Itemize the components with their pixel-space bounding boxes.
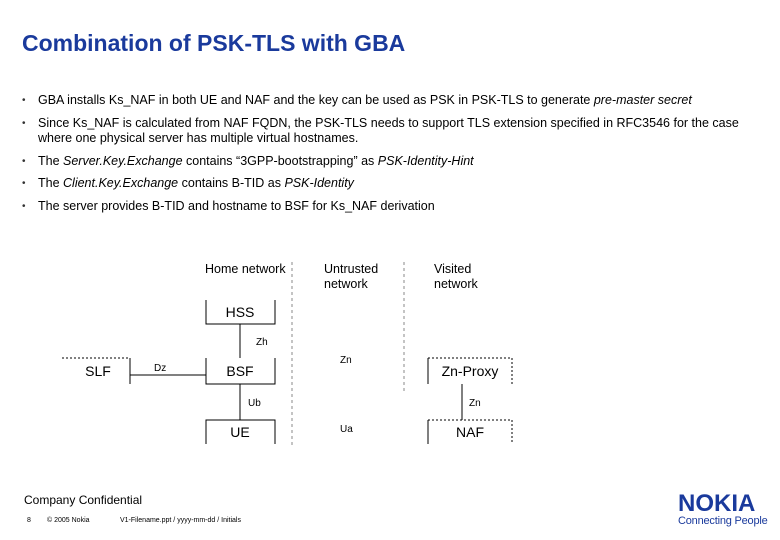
header-visited-line1: Visited [434,262,471,276]
naf-label: NAF [456,424,484,440]
slide-title: Combination of PSK-TLS with GBA [22,30,406,56]
header-untrusted-line1: Untrusted [324,262,378,276]
bullet-text: Since Ks_NAF is calculated from NAF FQDN… [38,115,739,146]
bullet-text-italic: Server.Key.Exchange [63,153,183,168]
bullet-text: GBA installs Ks_NAF in both UE and NAF a… [38,93,594,107]
bullet-marker: • [22,155,26,167]
header-visited-line2: network [434,277,479,291]
ua-label: Ua [340,424,353,435]
nokia-logo-word: NOKIA [678,490,756,517]
zh-label: Zh [256,337,268,348]
bullet-text: The server provides B-TID and hostname t… [38,198,435,213]
bullet-text: contains “3GPP-bootstrapping” as [182,153,378,168]
bullet-text-italic: pre-master secret [593,93,692,107]
hss-label: HSS [226,304,255,320]
slf-label: SLF [85,363,111,379]
bullet-list: • GBA installs Ks_NAF in both UE and NAF … [22,93,752,221]
bsf-label: BSF [226,363,253,379]
znproxy-box [428,357,513,384]
bullet-item: • The Server.Key.Exchange contains “3GPP-… [22,154,752,170]
footer-confidential: Company Confidential [24,493,143,507]
bullet-item: • The server provides B-TID and hostname … [22,199,752,215]
zn-right-label: Zn [469,398,481,409]
header-untrusted-line2: network [324,277,369,291]
znproxy-label: Zn-Proxy [442,363,499,379]
footer-page-number: 8 [27,517,31,524]
header-home-network: Home network [205,262,286,276]
footer-filename: V1-Filename.ppt / yyyy-mm-dd / Initials [120,517,241,524]
bullet-text-italic: PSK-Identity [284,176,354,190]
bullet-item: • GBA installs Ks_NAF in both UE and NAF … [22,93,752,109]
naf-box [428,419,513,444]
bullet-marker: • [22,178,26,189]
bullet-text: The [38,153,64,168]
bullet-marker: • [22,95,26,106]
ue-box [205,419,276,444]
dz-label: Dz [154,363,166,374]
footer-copyright: © 2005 Nokia [47,517,90,524]
bullet-text-italic: Client.Key.Exchange [63,176,179,190]
bullet-item: • The Client.Key.Exchange contains B-TID … [22,176,752,192]
bullet-item: • Since Ks_NAF is calculated from NAF FQD… [22,116,752,147]
bullet-text: The [38,176,64,190]
bullet-text-italic: PSK-Identity-Hint [377,153,474,168]
ub-label: Ub [248,398,261,409]
bullet-marker: • [22,200,26,212]
ue-label: UE [230,424,249,440]
bullet-text: contains B-TID as [178,176,285,190]
nokia-logo-tagline: Connecting People [678,515,768,527]
zn-middle-label: Zn [340,355,352,366]
bullet-marker: • [22,117,26,129]
nokia-logo: NOKIA Connecting People [678,490,768,528]
